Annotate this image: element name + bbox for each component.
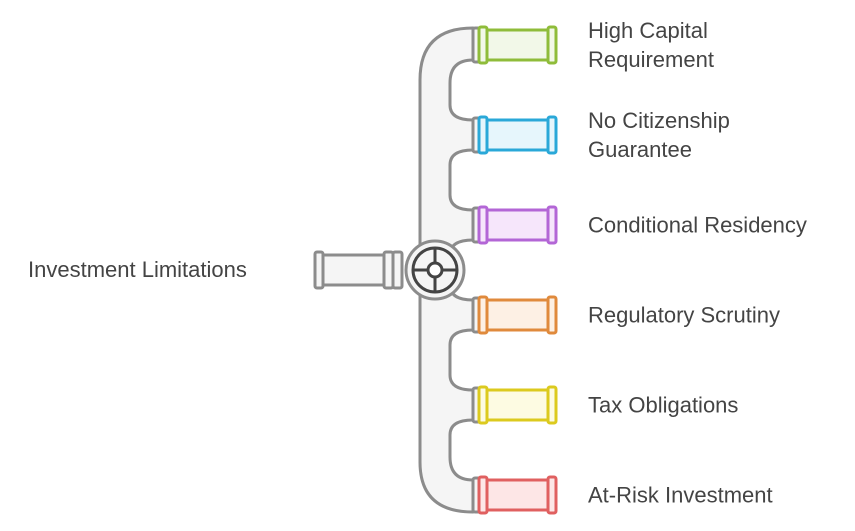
outlet-pipe-collar [477, 115, 489, 155]
outlet-pipe-collar [477, 385, 489, 425]
outlet-pipe-collar [477, 295, 489, 335]
outlet-label-line: Conditional Residency [588, 212, 807, 238]
outlet-label-line: No Citizenship [588, 108, 730, 133]
outlet-pipe-collar [546, 295, 558, 335]
outlet-pipe-collar [546, 385, 558, 425]
outlet-label-line: Requirement [588, 47, 714, 72]
outlet-pipe-collar [546, 475, 558, 515]
outlet-pipe-collar [477, 475, 489, 515]
inlet-pipe-body [319, 253, 389, 287]
outlet-label: Regulatory Scrutiny [588, 301, 780, 330]
outlet-label: Conditional Residency [588, 211, 807, 240]
outlet-pipe-body [484, 28, 551, 62]
inlet-pipe-collar [391, 250, 404, 290]
outlet-pipe-collar [477, 205, 489, 245]
outlet-label-line: At-Risk Investment [588, 482, 773, 508]
outlet-pipe-collar [546, 205, 558, 245]
outlet-pipe-body [484, 388, 551, 422]
outlet-pipe-body [484, 298, 551, 332]
outlet-pipe-collar [477, 25, 489, 65]
valve-hub [426, 261, 444, 279]
outlet-label-line: High Capital [588, 18, 708, 43]
outlet-label: Tax Obligations [588, 391, 738, 420]
outlet-pipe-collar [546, 115, 558, 155]
outlet-label-line: Tax Obligations [588, 392, 739, 418]
outlet-pipe-body [484, 478, 551, 512]
inlet-pipe-collar [313, 250, 325, 290]
root-label: Investment Limitations [28, 257, 247, 282]
outlet-pipe-body [484, 208, 551, 242]
outlet-label: At-Risk Investment [588, 481, 773, 510]
outlet-label-line: Guarantee [588, 137, 692, 162]
outlet-pipe-body [484, 118, 551, 152]
outlet-label-line: Regulatory Scrutiny [588, 302, 780, 328]
outlet-pipe-collar [546, 25, 558, 65]
